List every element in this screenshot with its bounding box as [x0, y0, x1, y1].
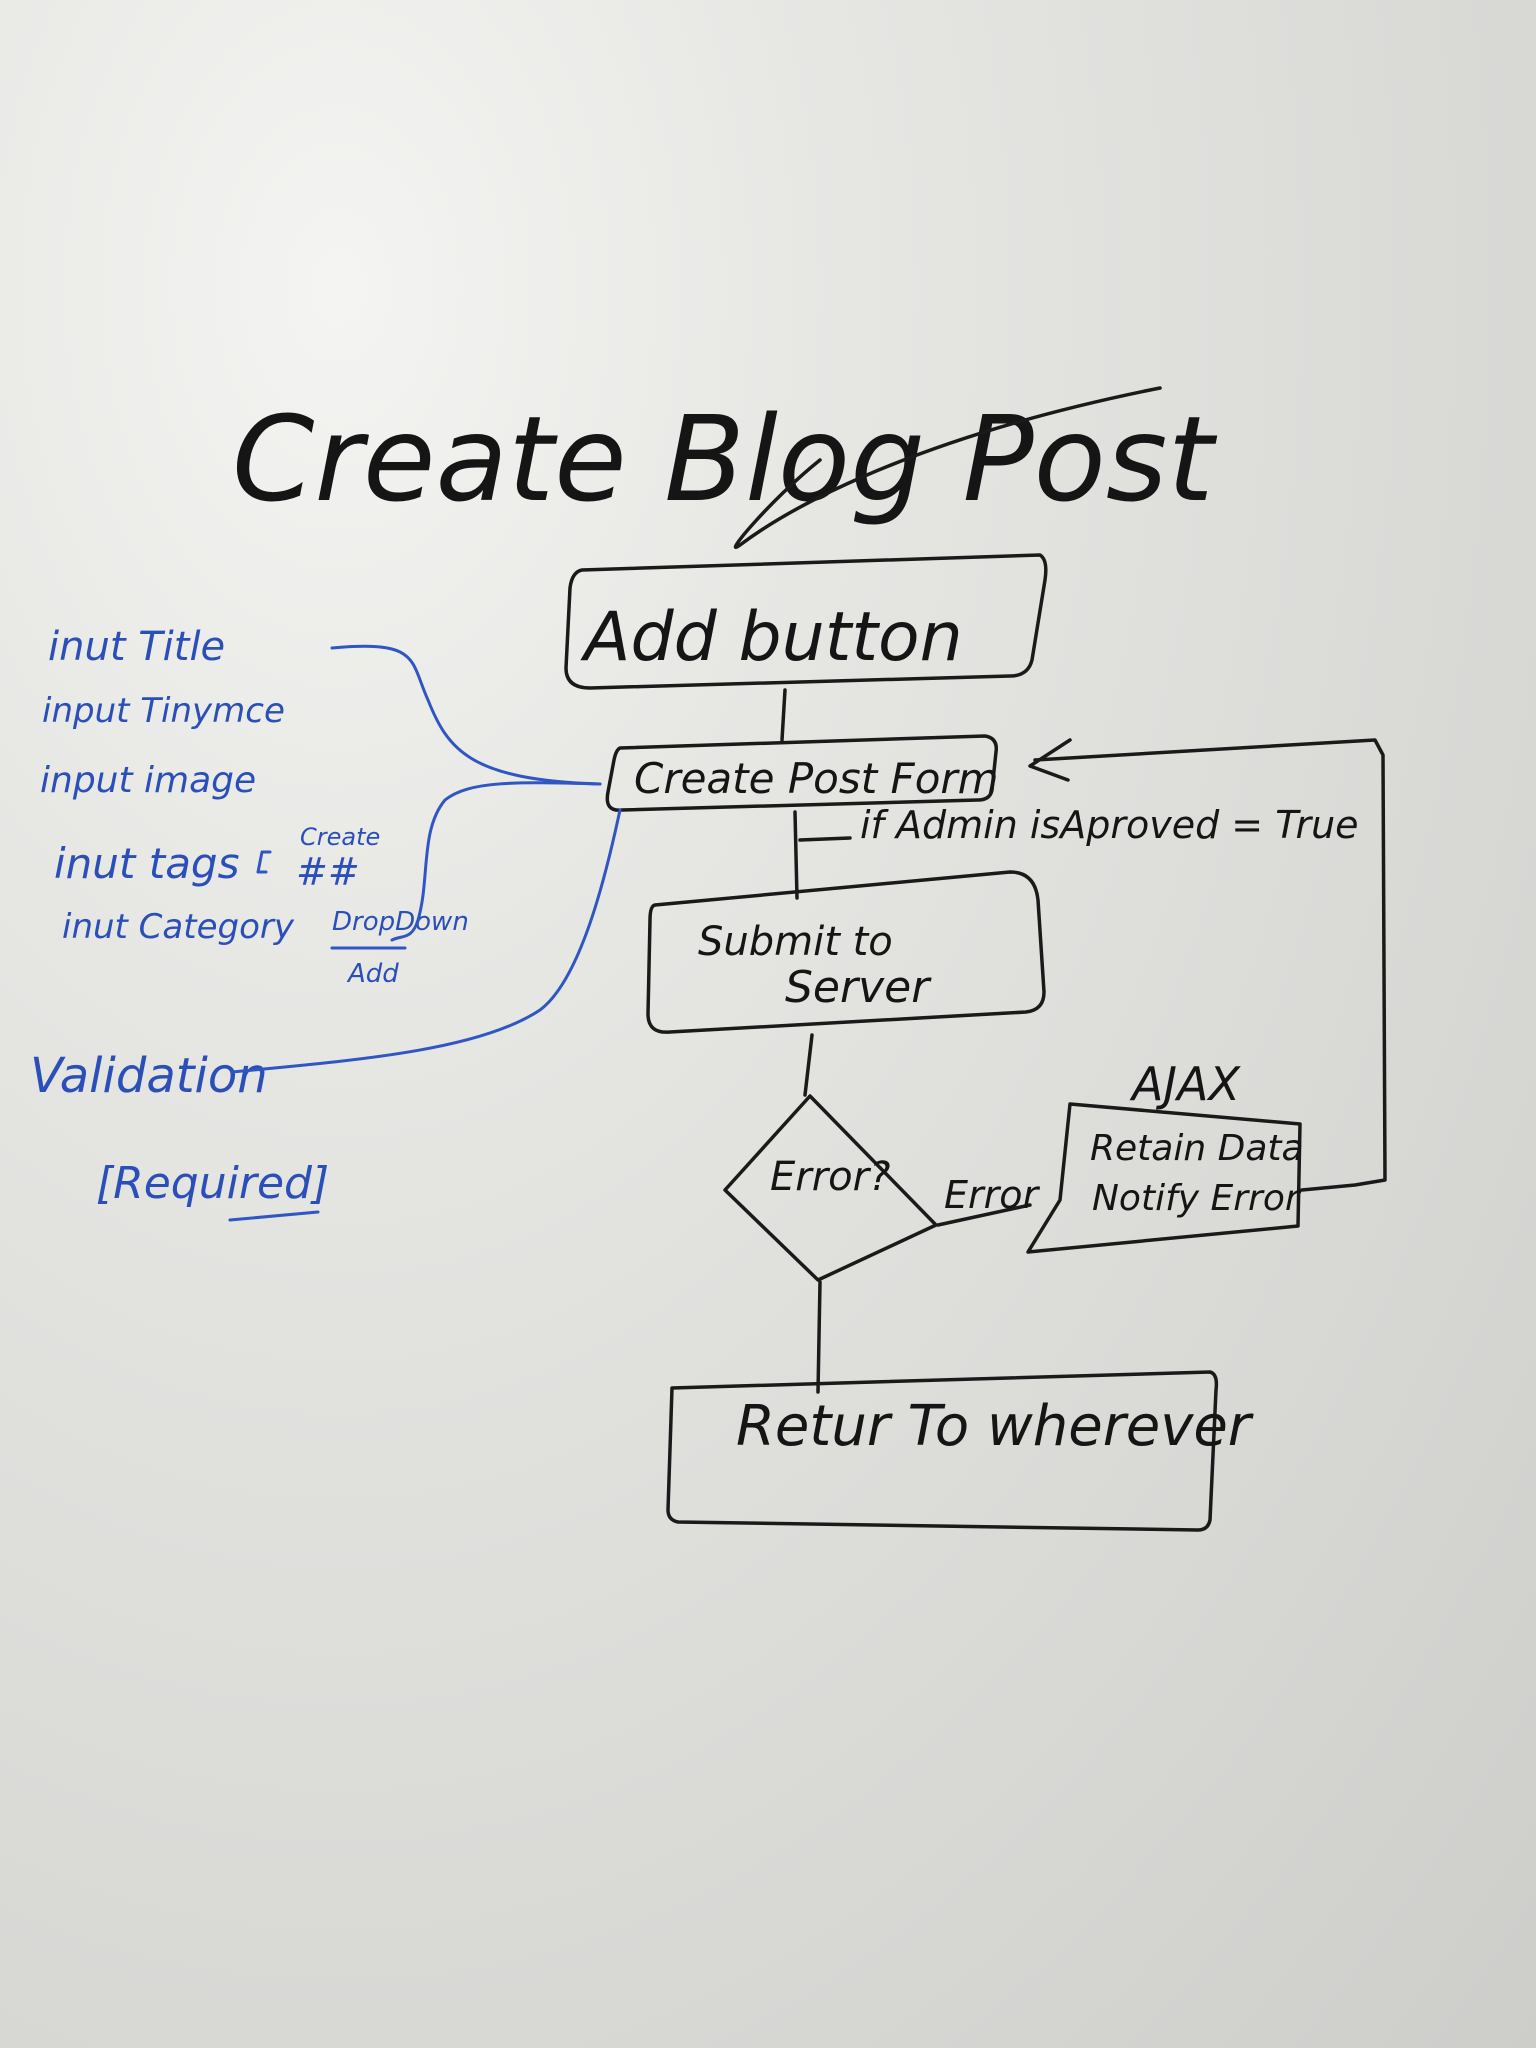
admin-condition-label: if Admin isAproved = True	[860, 803, 1359, 847]
submit-label-line1: Submit to	[698, 919, 893, 965]
input-category-label: inut Category	[62, 907, 295, 947]
return-box	[666, 1370, 1219, 1532]
retry-loop-connector	[1033, 738, 1387, 1192]
input-tinymce-label: input Tinymce	[42, 691, 285, 731]
add-button-box	[564, 553, 1048, 690]
tags-bracket	[256, 850, 272, 874]
retain-label-line2: Notify Error	[1092, 1178, 1302, 1219]
category-add-note: Add	[346, 959, 399, 989]
input-tags-label: inut tags	[54, 839, 239, 888]
create-post-form-label: Create Post Form	[634, 754, 999, 803]
connector-error-branch	[936, 1203, 1032, 1227]
tags-create-note: Create	[300, 823, 380, 851]
input-image-label: input image	[40, 760, 256, 801]
validation-curve	[230, 808, 622, 1074]
tags-hash-note: ##	[296, 850, 360, 894]
condition-tick	[798, 836, 852, 842]
input-title-label: inut Title	[48, 624, 225, 670]
error-decision-label: Error?	[770, 1154, 890, 1200]
validation-bracket-underline	[228, 1210, 320, 1222]
validation-required: [Required]	[96, 1158, 329, 1209]
submit-label-line2: Server	[785, 962, 932, 1013]
return-label: Retur To wherever	[736, 1394, 1254, 1459]
connector-decision-to-return	[816, 1280, 822, 1394]
retain-notify-box	[1026, 1102, 1302, 1254]
error-decision-diamond	[723, 1094, 938, 1282]
submit-server-box	[646, 870, 1046, 1034]
error-branch-label: Error	[944, 1173, 1041, 1217]
inputs-curve-bottom	[390, 781, 602, 942]
add-button-label: Add button	[580, 598, 963, 677]
connector-submit-to-decision	[803, 1033, 814, 1097]
validation-label: Validation	[30, 1048, 268, 1104]
category-dropdown-note: DropDown	[332, 907, 469, 937]
connector-form-to-submit	[793, 810, 799, 900]
retry-loop-arrowhead	[1028, 738, 1072, 782]
inputs-curve-top	[330, 644, 602, 786]
connector-add-to-form	[780, 688, 787, 742]
title-flourish	[733, 386, 1162, 549]
retain-label-line1: Retain Data	[1090, 1128, 1304, 1169]
diagram-title: Create Blog Post	[232, 390, 1217, 528]
create-post-form-box	[605, 734, 999, 812]
ajax-label: AJAX	[1129, 1057, 1242, 1111]
